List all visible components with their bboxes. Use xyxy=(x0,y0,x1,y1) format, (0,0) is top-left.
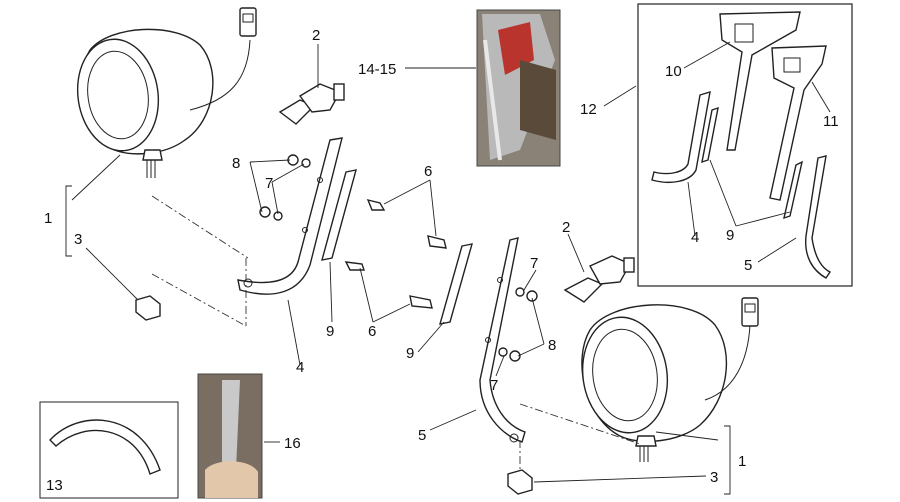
callout-4-box: 4 xyxy=(691,229,699,246)
callout-9-box: 9 xyxy=(726,227,734,244)
headlight-left xyxy=(76,7,257,178)
callout-11: 11 xyxy=(823,113,839,130)
callout-6-bottom: 6 xyxy=(368,323,376,340)
callout-1-right: 1 xyxy=(738,453,746,470)
bulb-left xyxy=(278,83,345,125)
callout-14-15: 14-15 xyxy=(358,61,396,78)
fasteners-left xyxy=(259,154,386,271)
callout-9-center: 9 xyxy=(406,345,414,362)
visor-box xyxy=(39,401,179,499)
callout-9-left: 9 xyxy=(326,323,334,340)
headlight-right xyxy=(581,297,759,462)
nut-left xyxy=(135,295,161,321)
callout-2-left: 2 xyxy=(312,27,320,44)
callout-2-right: 2 xyxy=(562,219,570,236)
callout-7-right-bottom: 7 xyxy=(490,377,498,394)
photo-14-15 xyxy=(476,9,561,167)
callout-8-left: 8 xyxy=(232,155,240,172)
bracket-right xyxy=(479,237,526,443)
callout-5-box: 5 xyxy=(744,257,752,274)
callout-7-left: 7 xyxy=(265,175,273,192)
callout-1-left: 1 xyxy=(44,210,52,227)
bracket-left xyxy=(237,137,343,295)
callout-12: 12 xyxy=(580,101,597,118)
callout-16: 16 xyxy=(284,435,301,452)
alignment-lines xyxy=(151,195,641,470)
callout-6-top: 6 xyxy=(424,163,432,180)
callout-8-right: 8 xyxy=(548,337,556,354)
spacer-strip-right xyxy=(439,243,473,325)
callout-3-left: 3 xyxy=(74,231,82,248)
leader-lines xyxy=(65,41,831,495)
callout-13: 13 xyxy=(46,477,63,494)
photo-16 xyxy=(197,373,263,499)
callout-10: 10 xyxy=(665,63,682,80)
callout-7-right-top: 7 xyxy=(530,255,538,272)
callout-labels: 1 3 2 14-15 12 10 11 8 7 6 4 9 6 9 7 8 7… xyxy=(44,27,839,494)
callout-5-right: 5 xyxy=(418,427,426,444)
fasteners-right xyxy=(498,287,538,362)
callout-3-right: 3 xyxy=(710,469,718,486)
bolts-center xyxy=(409,235,447,309)
nut-right xyxy=(507,469,533,495)
bulb-right xyxy=(563,255,635,303)
callout-4-left: 4 xyxy=(296,359,304,376)
spacer-strip-left xyxy=(321,169,357,261)
kit-box xyxy=(637,3,853,287)
